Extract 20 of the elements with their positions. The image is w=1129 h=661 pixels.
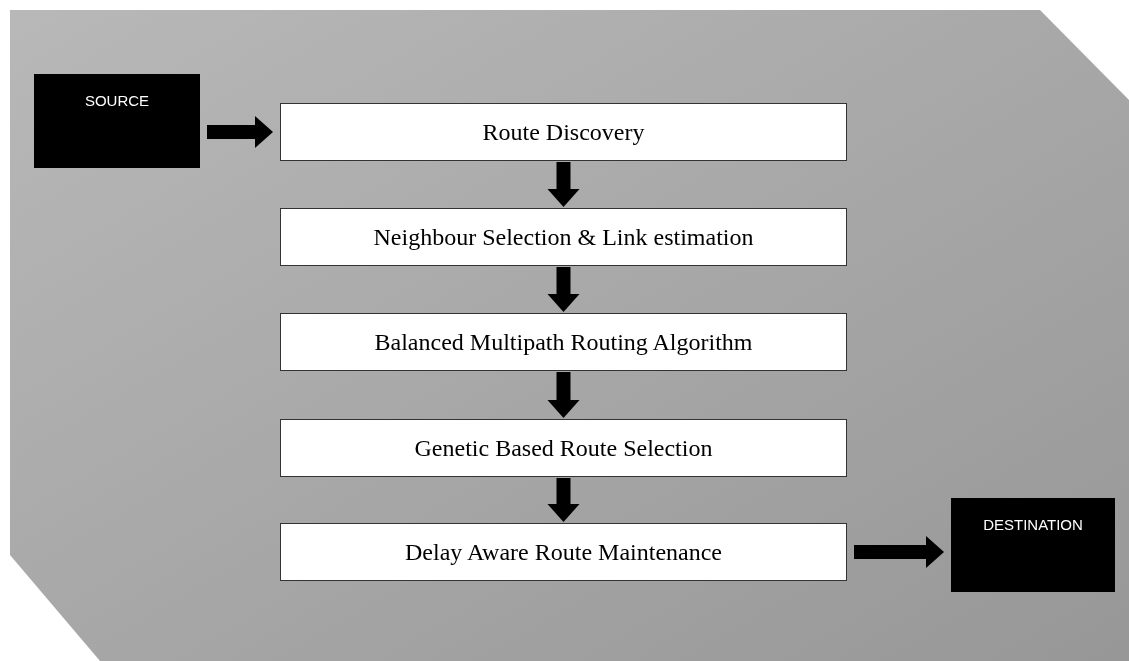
block-arrow	[207, 116, 273, 148]
block-arrow	[547, 267, 580, 312]
block-arrow	[547, 372, 580, 418]
terminal-box	[34, 74, 200, 168]
terminal-label: SOURCE	[84, 91, 150, 111]
step-label: Route Discovery	[482, 118, 645, 147]
block-arrow	[547, 162, 580, 207]
process-box	[280, 419, 847, 477]
process-box	[280, 313, 847, 371]
block-arrow	[854, 536, 944, 568]
process-box	[280, 208, 847, 266]
step-label: Delay Aware Route Maintenance	[405, 538, 722, 567]
terminal-label: DESTINATION	[983, 515, 1083, 535]
step-label: Genetic Based Route Selection	[414, 434, 713, 463]
process-box	[280, 523, 847, 581]
step-label: Neighbour Selection & Link estimation	[373, 223, 754, 252]
block-arrow	[547, 478, 580, 522]
step-label: Balanced Multipath Routing Algorithm	[374, 328, 753, 357]
terminal-box	[951, 498, 1115, 592]
process-box	[280, 103, 847, 161]
